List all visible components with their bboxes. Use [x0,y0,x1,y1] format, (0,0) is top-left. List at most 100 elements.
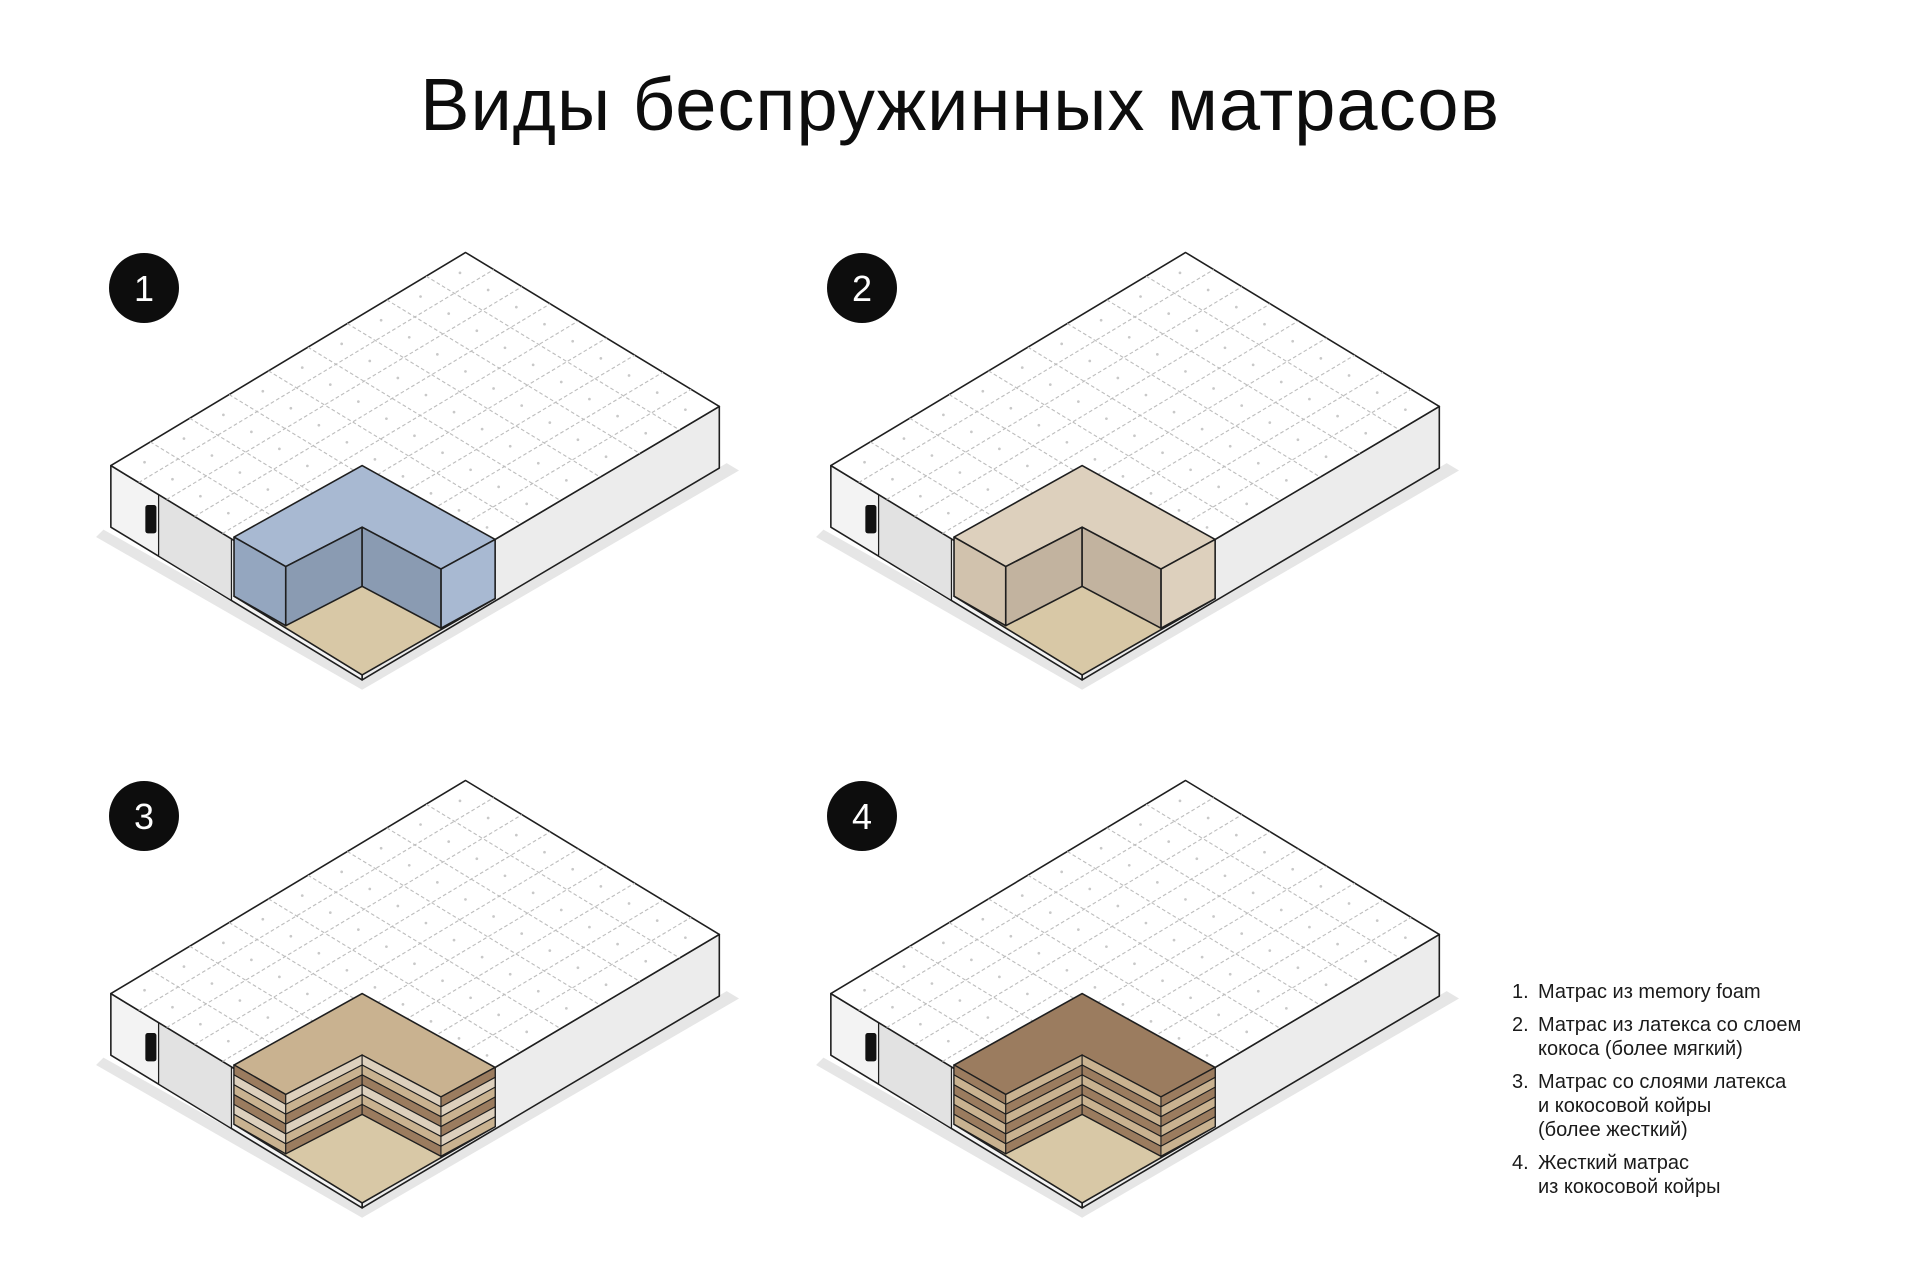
quilt-dot [1324,455,1328,459]
quilt-line [222,320,579,534]
number-badge-label: 4 [852,796,872,837]
legend-number: 1. [1512,981,1529,1003]
quilt-dot [1319,885,1323,888]
handle-slot [865,1032,877,1062]
quilt-dot [1308,397,1311,401]
quilt-dot [497,485,500,489]
quilt-line [886,286,1243,500]
quilt-dot [1296,966,1300,970]
quilt-dot [1200,955,1204,959]
quilt-dot [1155,881,1159,884]
quilt-line [347,851,601,1006]
quilt-dot [1155,353,1159,356]
quilt-dot [998,975,1001,979]
quilt-dot [565,1006,568,1010]
quilt-dot [958,999,962,1002]
quilt-dot [250,430,253,434]
quilt-dot [1009,406,1013,410]
quilt-dot [503,346,507,350]
quilt-dot [289,406,293,410]
quilt-dot [559,380,563,384]
quilt-dot [401,1002,405,1006]
quilt-dot [588,397,591,401]
quilt-dot [1178,271,1182,275]
quilt-dot [559,908,563,912]
quilt-dot [182,437,186,440]
quilt-dot [1217,485,1220,489]
quilt-dot [1217,1013,1220,1017]
legend-item-1: 1. Матрас из memory foam [1512,980,1912,1004]
quilt-dot [1189,468,1192,472]
quilt-line [886,814,1243,1028]
number-badge-label: 2 [852,268,872,309]
quilt-dot [1296,438,1300,442]
quilt-dot [520,404,524,407]
quilt-dot [1195,857,1199,861]
quilt-dot [576,966,580,970]
quilt-dot [604,455,608,459]
quilt-dot [1105,417,1108,421]
handle-slot [865,504,877,534]
quilt-dot [644,431,648,435]
quilt-dot [571,867,575,871]
quilt-dot [199,1022,202,1026]
quilt-dot [368,359,372,363]
quilt-dot [419,295,422,298]
cutaway [233,992,496,1204]
quilt-dot [981,389,985,393]
quilt-dot [1319,357,1323,360]
quilt-dot [289,934,293,938]
quilt-dot [475,857,479,861]
quilt-dot [1048,911,1052,914]
quilt-dot [1234,305,1238,309]
quilt-line [1067,851,1321,1006]
quilt-dot [424,921,428,925]
quilt-dot [486,816,490,820]
quilt-dot [1195,329,1199,333]
quilt-dot [902,437,906,440]
quilt-dot [357,400,360,403]
quilt-dot [317,423,321,427]
quilt-dot [1161,979,1164,983]
quilt-dot [627,902,631,905]
quilt-dot [986,488,990,491]
quilt-dot [1364,431,1368,435]
quilt-dot [452,410,456,414]
cutaway [953,992,1216,1204]
quilt-dot [571,339,575,343]
quilt-dot [1060,342,1064,346]
quilt-dot [1285,1006,1288,1010]
legend-item-2: 2. Матрас из латекса со слоем кокоса (бо… [1512,1013,1912,1061]
quilt-dot [644,959,648,963]
quilt-line [1106,299,1361,455]
quilt-dot [435,353,439,356]
quilt-dot [1285,478,1288,482]
quilt-dot [1245,1030,1249,1034]
quilt-dot [1099,318,1103,322]
legend-text: Жесткий матрас из кокосовой койры [1538,1152,1721,1198]
quilt-line [914,831,1271,1045]
quilt-dot [373,457,377,461]
quilt-dot [1149,1020,1153,1023]
quilt-dot [930,982,934,985]
quilt-dot [1205,1054,1209,1057]
quilt-dot [1206,816,1210,820]
quilt-line [386,827,641,983]
quilt-dot [328,383,332,386]
quilt-dot [373,985,377,989]
quilt-dot [946,511,950,515]
quilt-dot [469,996,472,1000]
quilt-dot [357,928,360,931]
quilt-dot [143,460,146,464]
quilt-dot [407,863,411,867]
quilt-dot [998,447,1001,451]
quilt-dot [604,983,608,987]
quilt-dot [340,342,344,346]
quilt-dot [266,1016,270,1019]
quilt-dot [1212,915,1215,918]
quilt-dot [300,366,304,369]
quilt-dot [1149,492,1153,495]
quilt-dot [407,335,411,339]
quilt-dot [525,1030,529,1034]
quilt-dot [345,440,349,444]
